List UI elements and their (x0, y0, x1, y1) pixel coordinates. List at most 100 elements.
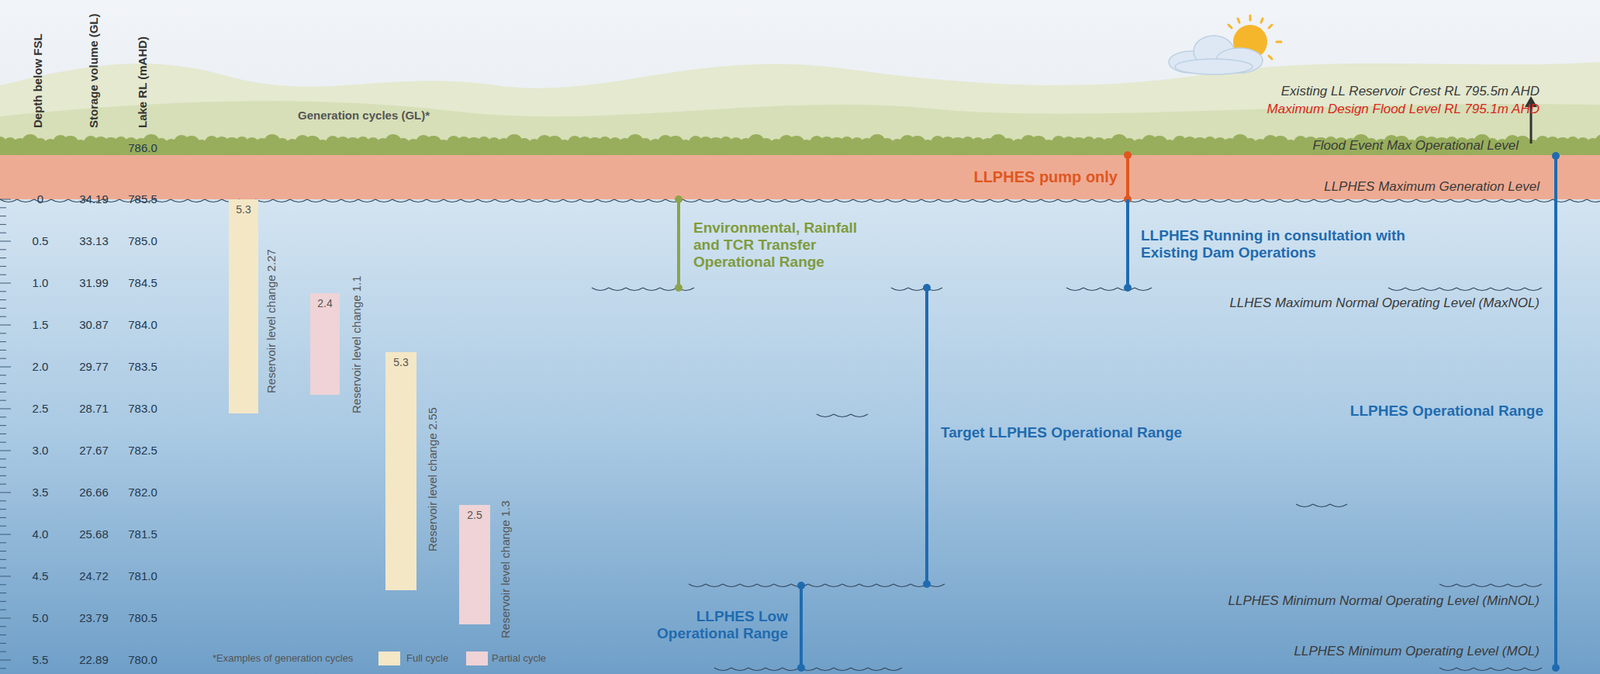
tick-mark (0, 207, 7, 208)
column-header: Depth below FSL (31, 33, 45, 128)
range-label: LLPHES Low Operational Range (632, 608, 788, 643)
tick-mark (0, 358, 7, 360)
tick-mark (0, 550, 7, 552)
tick-mark (0, 525, 7, 527)
table-cell: 780.0 (127, 653, 158, 667)
table-cell: 780.5 (127, 611, 158, 625)
tick-mark (0, 391, 7, 393)
tick-mark (0, 542, 7, 543)
tick-mark (0, 266, 7, 267)
table-cell: 782.5 (127, 443, 158, 457)
generation-cycle-bar: 2.5Reservoir level change 1.3 (459, 504, 491, 625)
water-ripple (714, 667, 902, 671)
tick-mark (0, 609, 7, 611)
table-cell: 785.5 (127, 192, 158, 206)
level-label: Maximum Design Flood Level RL 795.1m AHD (1267, 101, 1540, 118)
tick-mark (0, 508, 7, 510)
tick-mark (0, 307, 7, 309)
level-change-label: Reservoir level change 2.55 (425, 407, 439, 552)
table-cell: 785.0 (127, 234, 158, 248)
table-cell: 34.19 (79, 192, 109, 206)
cycle-volume: 5.3 (385, 355, 417, 369)
tick-mark (0, 274, 7, 276)
sky (0, 0, 1600, 163)
hill (0, 100, 1600, 163)
water-ripple (1439, 667, 1542, 671)
cycle-volume: 5.3 (228, 203, 259, 216)
table-cell: 27.67 (79, 443, 109, 457)
tick-mark (0, 316, 7, 318)
tick-mark (0, 483, 7, 485)
tick-mark (0, 576, 11, 578)
tick-mark (0, 625, 7, 627)
tick-mark (0, 642, 7, 644)
water-ripple (816, 414, 868, 418)
table-cell: 783.5 (127, 359, 158, 374)
range-label: Environmental, Rainfall and TCR Transfer… (693, 219, 888, 271)
note-text: *Examples of generation cycles (212, 653, 353, 665)
range-lines (674, 151, 1560, 672)
water-ripple (1439, 584, 1542, 588)
level-label: LLPHES Minimum Normal Operating Level (M… (1227, 593, 1540, 609)
tick-mark (0, 416, 7, 418)
table-cell: 5.5 (32, 653, 49, 667)
table-cell: 781.0 (127, 569, 158, 583)
tick-mark (0, 341, 7, 343)
table-cell: 22.89 (79, 653, 109, 667)
generation-cycle-bar: 2.4Reservoir level change 1.1 (310, 293, 340, 395)
level-label: LLPHES Maximum Generation Level (1323, 179, 1540, 195)
tick-mark (0, 324, 11, 326)
range-label: LLPHES Operational Range (1350, 402, 1544, 420)
range-label: LLPHES pump only (973, 168, 1118, 187)
tick-mark (0, 492, 11, 494)
pump-only-band (0, 155, 1600, 200)
tick-mark (0, 559, 7, 560)
hill (0, 62, 1600, 163)
tick-mark (0, 224, 7, 225)
shrub (1594, 134, 1600, 152)
table-cell: 5.0 (32, 611, 49, 625)
table-cell: 23.79 (79, 611, 109, 625)
water-ripple (891, 287, 943, 291)
cycle-volume: 2.5 (459, 508, 491, 522)
tick-mark (0, 425, 7, 426)
tick-mark (0, 400, 7, 401)
table-cell: 781.5 (127, 527, 158, 541)
legend-text: Partial cycle (491, 653, 547, 665)
tick-mark (0, 408, 11, 410)
table-cell: 1.0 (32, 276, 49, 290)
legend-swatch (466, 651, 488, 666)
level-label: LLPHES Minimum Operating Level (MOL) (1293, 643, 1540, 660)
level-change-label: Reservoir level change 1.1 (349, 275, 363, 414)
water-ripple (688, 584, 945, 588)
table-cell: 26.66 (79, 485, 109, 499)
table-cell: 33.13 (79, 234, 109, 248)
cycle-volume: 2.4 (310, 297, 340, 310)
column-header: Storage volume (GL) (86, 13, 101, 128)
level-change-label: Reservoir level change 1.3 (498, 500, 512, 639)
table-cell: 0.5 (32, 234, 49, 248)
level-label: Existing LL Reservoir Crest RL 795.5m AH… (1281, 83, 1540, 100)
tick-mark (0, 660, 11, 661)
tick-mark (0, 475, 7, 477)
table-cell: 784.5 (127, 276, 158, 290)
tick-mark (0, 299, 7, 301)
table-cell: 3.0 (32, 443, 49, 457)
tick-mark (0, 458, 7, 460)
table-cell: 2.0 (32, 359, 49, 374)
table-cell: 2.5 (32, 401, 49, 415)
tick-mark (0, 517, 7, 519)
water-ripple (1066, 287, 1152, 291)
tick-mark (0, 283, 11, 284)
legend-text: Full cycle (406, 653, 449, 665)
tick-mark (0, 500, 7, 502)
table-cell: 25.68 (79, 527, 109, 541)
tick-mark (0, 634, 7, 636)
water-ripple (1295, 504, 1348, 508)
table-cell: 3.5 (32, 485, 49, 499)
tick-mark (0, 442, 7, 443)
range-label: LLPHES Running in consultation with Exis… (1140, 227, 1409, 262)
tick-mark (0, 248, 7, 250)
table-cell: 4.0 (32, 527, 49, 541)
tick-mark (0, 450, 11, 452)
